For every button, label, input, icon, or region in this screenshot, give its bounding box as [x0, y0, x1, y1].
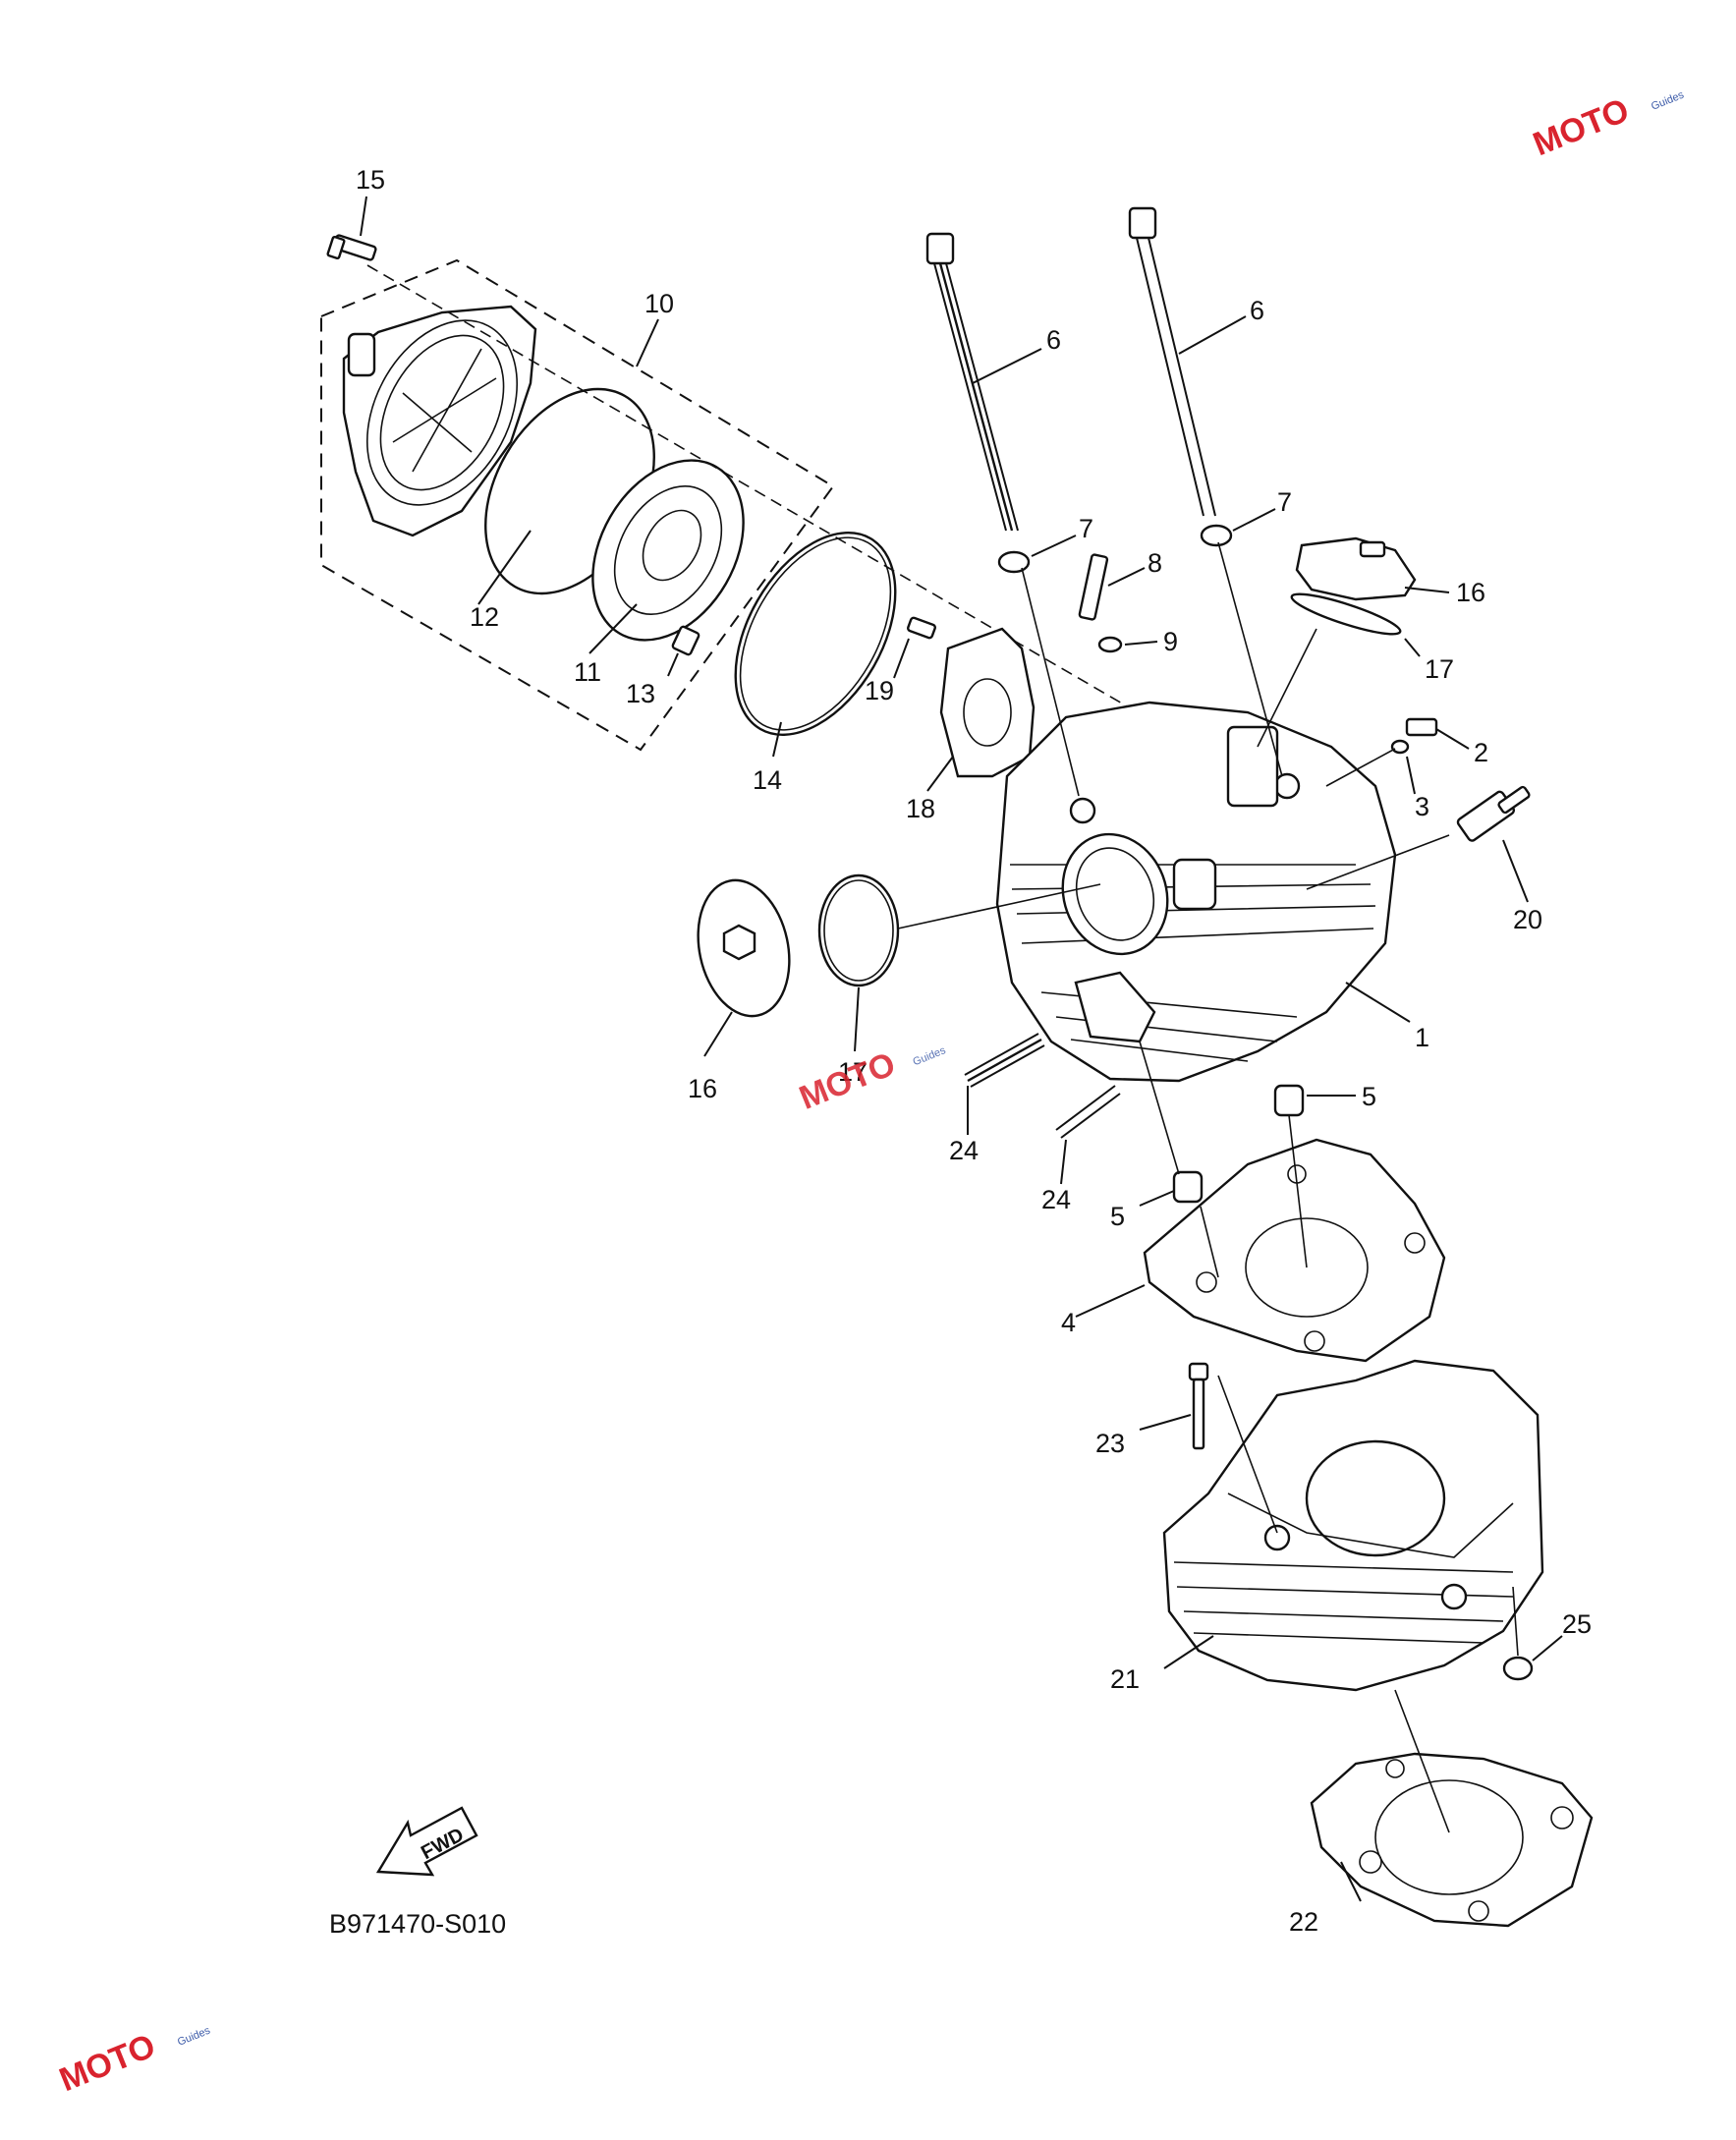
- watermark-subtext: Guides: [912, 1044, 948, 1068]
- cylinder-21: [1162, 1359, 1544, 1692]
- watermark-subtext: Guides: [176, 2024, 212, 2048]
- bolt-8: [1078, 553, 1109, 621]
- callout-24-lower: 24: [1041, 1185, 1071, 1214]
- callout-3: 3: [1415, 792, 1429, 821]
- callout-17-left: 17: [838, 1057, 868, 1087]
- callout-8: 8: [1148, 548, 1162, 578]
- washer-7-left: [997, 550, 1031, 574]
- washer-3: [1390, 739, 1410, 755]
- diagram-code: B971470-S010: [329, 1909, 506, 1939]
- bolt-23: [1188, 1362, 1209, 1450]
- callout-25: 25: [1562, 1609, 1592, 1639]
- callout-5-upper: 5: [1362, 1082, 1376, 1111]
- dowel-5-lower: [1172, 1170, 1204, 1204]
- cap-16-top: [1295, 536, 1417, 601]
- seal-17-top: [1290, 592, 1402, 636]
- callout-20: 20: [1513, 905, 1542, 934]
- callout-15: 15: [356, 165, 385, 195]
- watermark-subtext: Guides: [1650, 88, 1686, 112]
- callout-5-lower: 5: [1110, 1202, 1125, 1231]
- callout-22: 22: [1289, 1907, 1318, 1937]
- callout-21: 21: [1110, 1664, 1140, 1694]
- callout-labels: 15 10 12 11 13 14 19 18 6 6 7 7 8 9 16 1…: [356, 165, 1592, 1937]
- bracket-18: [939, 627, 1036, 778]
- watermark-bottom-left: MOTO Guides: [54, 2024, 212, 2099]
- watermark-text: MOTO: [794, 1045, 900, 1117]
- callout-11: 11: [574, 657, 601, 687]
- leader-lines: [360, 196, 1563, 1902]
- callout-16-left: 16: [688, 1074, 717, 1103]
- stud-6-right: [1128, 206, 1216, 517]
- bolt-13: [671, 625, 700, 656]
- callout-1: 1: [1415, 1023, 1429, 1052]
- callout-23: 23: [1095, 1429, 1125, 1458]
- impeller-plate-11: [591, 459, 745, 642]
- bolt-2: [1405, 717, 1438, 737]
- callout-7-right: 7: [1277, 487, 1292, 517]
- head-gasket-4: [1143, 1138, 1446, 1363]
- callout-12: 12: [470, 602, 499, 632]
- o-ring-25: [1502, 1656, 1534, 1681]
- watermark-center: MOTO Guides: [794, 1044, 948, 1117]
- pump-axis-line: [366, 264, 1155, 723]
- callout-13: 13: [626, 679, 655, 708]
- bolt-19: [907, 616, 936, 640]
- callout-2: 2: [1474, 738, 1488, 767]
- pump-housing-10: [342, 305, 537, 537]
- callout-4: 4: [1061, 1308, 1076, 1337]
- callout-14: 14: [753, 765, 782, 795]
- assembly-10-dashed-outline: [320, 258, 835, 752]
- callout-10: 10: [644, 289, 674, 318]
- callout-19: 19: [865, 676, 894, 705]
- stud-24-lower: [1055, 1085, 1121, 1139]
- callout-24-upper: 24: [949, 1136, 979, 1165]
- stud-24-upper: [964, 1033, 1045, 1088]
- washer-9: [1097, 636, 1123, 653]
- bolt-15: [326, 234, 377, 261]
- cap-16-left: [697, 878, 791, 1018]
- watermark-top-right: MOTO Guides: [1528, 88, 1686, 163]
- fwd-arrow: FWD: [375, 1806, 478, 1877]
- callout-18: 18: [906, 794, 935, 823]
- watermark-text: MOTO: [54, 2027, 160, 2099]
- stud-6-left: [925, 232, 1019, 532]
- base-gasket-22: [1310, 1752, 1594, 1928]
- callout-16-top: 16: [1456, 578, 1485, 607]
- spark-plug-20: [1456, 785, 1531, 842]
- cylinder-head-1: [995, 701, 1397, 1083]
- washer-7-right: [1200, 524, 1233, 547]
- callout-17-top: 17: [1425, 654, 1454, 684]
- callout-9: 9: [1163, 627, 1178, 656]
- dowel-5-upper: [1273, 1084, 1305, 1117]
- callout-6-left: 6: [1046, 325, 1061, 355]
- watermark-text: MOTO: [1528, 91, 1634, 163]
- o-ring-17-left: [817, 873, 900, 987]
- callout-6-right: 6: [1250, 296, 1264, 325]
- callout-7-left: 7: [1079, 514, 1093, 543]
